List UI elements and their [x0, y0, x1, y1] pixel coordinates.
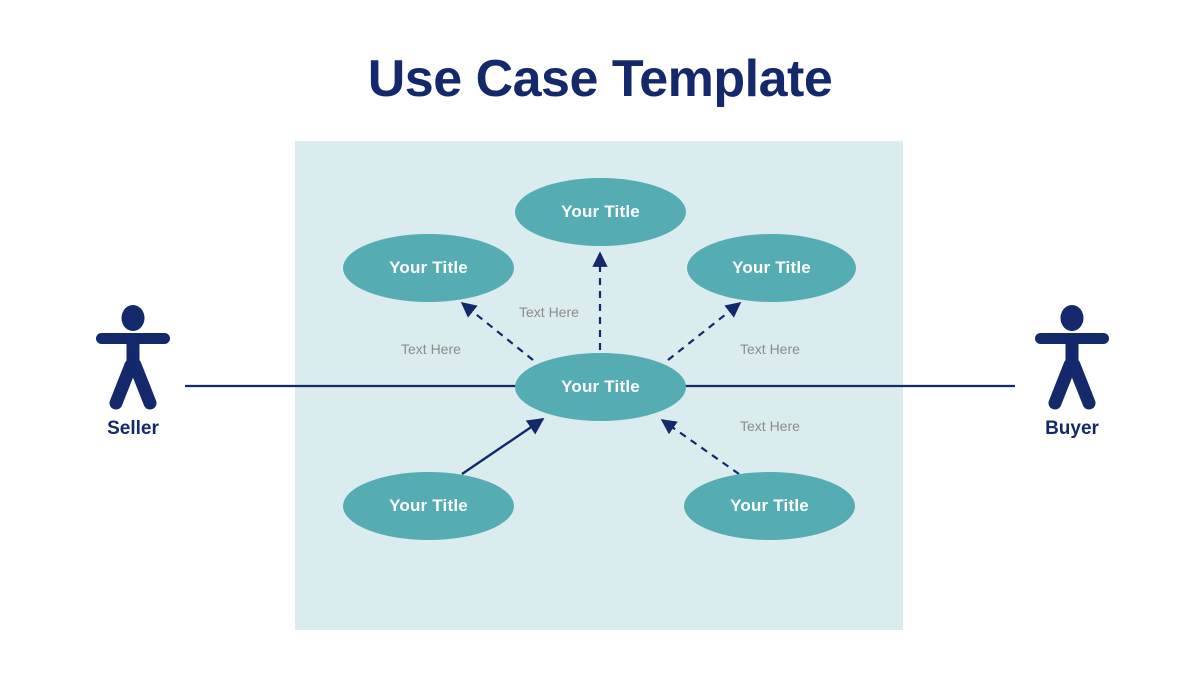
use-case-bottom-right[interactable]: Your Title: [684, 472, 855, 540]
use-case-right[interactable]: Your Title: [687, 234, 856, 302]
actor-buyer[interactable]: Buyer: [1017, 305, 1127, 440]
connector-label-right-upper[interactable]: Text Here: [740, 341, 800, 357]
use-case-bottom-left[interactable]: Your Title: [343, 472, 514, 540]
actor-seller[interactable]: Seller: [78, 305, 188, 440]
actor-figure-icon: [96, 305, 170, 410]
actor-figure-icon: [1035, 305, 1109, 410]
connector-label-top[interactable]: Text Here: [519, 304, 579, 320]
page-title: Use Case Template: [367, 50, 833, 108]
actor-seller-label: Seller: [107, 418, 159, 439]
use-case-center[interactable]: Your Title: [515, 353, 686, 421]
use-case-top[interactable]: Your Title: [515, 178, 686, 246]
connector-label-bottom-right[interactable]: Text Here: [740, 418, 800, 434]
connector-label-left-upper[interactable]: Text Here: [401, 341, 461, 357]
actor-buyer-label: Buyer: [1045, 418, 1099, 439]
use-case-left[interactable]: Your Title: [343, 234, 514, 302]
